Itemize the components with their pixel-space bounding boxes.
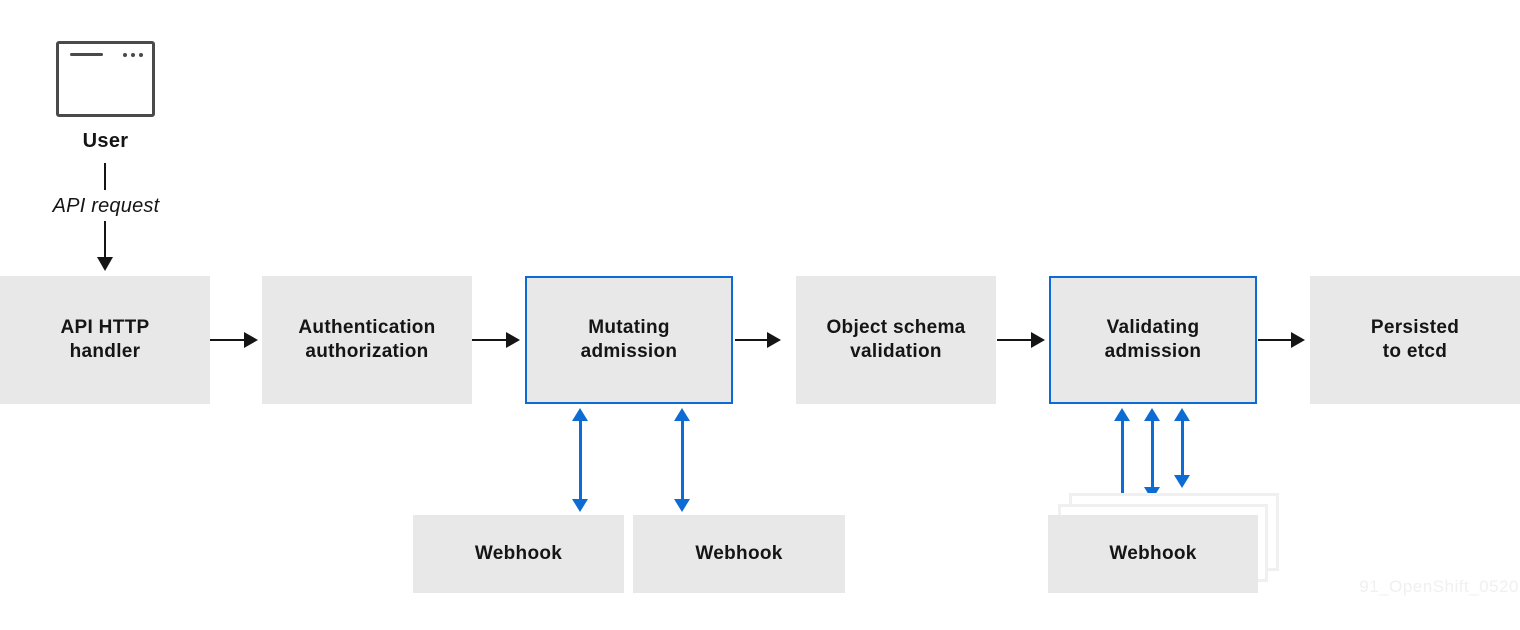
node-validating-admission: Validating admission — [1049, 276, 1257, 404]
node-api-http-handler: API HTTP handler — [0, 276, 210, 404]
user-window-icon — [56, 41, 155, 117]
arrow-down-icon — [97, 257, 113, 271]
webhook-double-arrow-icon — [572, 408, 588, 512]
user-connector-line — [104, 163, 106, 190]
node-label: Persisted to etcd — [1370, 317, 1460, 362]
flow-arrow-right-icon — [1258, 332, 1305, 348]
node-webhook-mutating-1: Webhook — [413, 515, 624, 593]
api-request-label: API request — [52, 195, 160, 217]
node-label: Object schema validation — [826, 317, 966, 362]
user-label: User — [82, 130, 129, 152]
node-label: Webhook — [474, 543, 563, 564]
watermark-text: 91_OpenShift_0520 — [1359, 577, 1519, 596]
flow-arrow-right-icon — [997, 332, 1045, 348]
node-label: Validating admission — [1104, 317, 1202, 362]
node-label: Authentication authorization — [298, 317, 436, 362]
node-label: API HTTP handler — [60, 317, 150, 362]
api-request-arrow — [97, 221, 113, 271]
node-label: Webhook — [1109, 543, 1197, 564]
node-label: Mutating admission — [580, 317, 678, 362]
flow-arrow-right-icon — [210, 332, 258, 348]
node-webhook-mutating-2: Webhook — [633, 515, 845, 593]
node-webhook-validating: Webhook — [1048, 515, 1258, 593]
window-menu-line-icon — [70, 53, 103, 56]
webhook-double-arrow-icon — [1174, 408, 1190, 488]
window-dots-icon — [123, 53, 143, 57]
node-label: Webhook — [695, 543, 783, 564]
node-mutating-admission: Mutating admission — [525, 276, 733, 404]
webhook-double-arrow-icon — [1144, 408, 1160, 500]
node-object-schema-validation: Object schema validation — [796, 276, 996, 404]
node-persisted-to-etcd: Persisted to etcd — [1310, 276, 1520, 404]
node-authentication-authorization: Authentication authorization — [262, 276, 472, 404]
webhook-double-arrow-icon — [674, 408, 690, 512]
flow-arrow-right-icon — [472, 332, 520, 348]
flow-arrow-right-icon — [735, 332, 781, 348]
